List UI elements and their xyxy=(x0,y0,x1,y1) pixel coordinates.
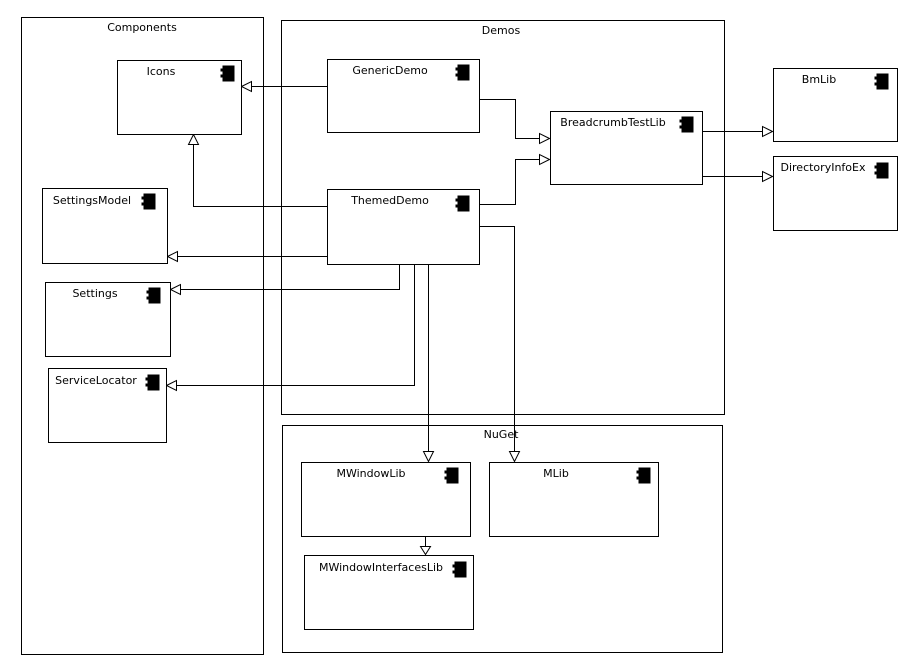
arrowhead xyxy=(762,125,774,138)
demos-container: Demos xyxy=(281,20,725,415)
connector-genericdemo-breadcrumb xyxy=(479,99,539,139)
arrowhead xyxy=(539,153,551,166)
component-label: SettingsModel xyxy=(53,194,131,207)
component-icon xyxy=(874,73,889,90)
components-container: Components xyxy=(21,17,264,655)
component-icon xyxy=(145,374,160,391)
component-icon xyxy=(452,561,467,578)
component-label: MWindowLib xyxy=(336,467,405,480)
component-icon xyxy=(444,467,459,484)
component-themed-demo[interactable]: ThemedDemo xyxy=(327,189,480,265)
nuget-container: NuGet xyxy=(282,425,723,653)
component-label: Settings xyxy=(72,287,117,300)
component-label: MWindowInterfacesLib xyxy=(319,561,443,574)
arrowhead xyxy=(762,170,774,183)
connector-themeddemo-servicelocator xyxy=(176,264,415,386)
component-label: ServiceLocator xyxy=(55,374,137,387)
component-icon xyxy=(455,64,470,81)
arrowhead xyxy=(166,250,178,263)
component-label: BreadcrumbTestLib xyxy=(560,116,665,129)
demos-title: Demos xyxy=(482,24,521,37)
arrowhead xyxy=(539,132,551,145)
component-bm-lib[interactable]: BmLib xyxy=(773,68,898,142)
component-mwindow-lib[interactable]: MWindowLib xyxy=(301,462,471,537)
connectors xyxy=(165,80,774,556)
component-generic-demo[interactable]: GenericDemo xyxy=(327,59,480,133)
component-service-locator[interactable]: ServiceLocator xyxy=(48,368,167,443)
component-label: Icons xyxy=(147,65,176,78)
component-icon xyxy=(455,195,470,212)
component-label: MLib xyxy=(543,467,569,480)
arrowhead xyxy=(422,451,435,463)
component-icon xyxy=(146,287,161,304)
component-breadcrumb-test-lib[interactable]: BreadcrumbTestLib xyxy=(550,111,703,185)
component-settings-model[interactable]: SettingsModel xyxy=(42,188,168,264)
component-directory-info-ex[interactable]: DirectoryInfoEx xyxy=(773,156,898,231)
arrowhead xyxy=(419,546,432,556)
component-label: ThemedDemo xyxy=(350,194,429,207)
connector-themeddemo-breadcrumb xyxy=(479,159,539,205)
arrowhead xyxy=(240,80,252,93)
component-mlib[interactable]: MLib xyxy=(489,462,659,537)
component-label: GenericDemo xyxy=(352,64,428,77)
arrowhead xyxy=(165,379,177,392)
arrowhead xyxy=(187,133,200,145)
component-icon xyxy=(874,162,889,179)
components-title: Components xyxy=(107,21,177,34)
connector-themeddemo-mlib xyxy=(479,226,515,451)
component-settings[interactable]: Settings xyxy=(45,282,171,357)
arrowhead xyxy=(169,283,181,296)
component-mwindow-interfaces-lib[interactable]: MWindowInterfacesLib xyxy=(304,555,474,630)
component-label: BmLib xyxy=(802,73,836,86)
connector-themeddemo-settings xyxy=(180,264,400,290)
component-icon xyxy=(141,193,156,210)
component-icon xyxy=(220,65,235,82)
component-label: DirectoryInfoEx xyxy=(781,161,866,174)
arrowhead xyxy=(508,451,521,463)
component-icon xyxy=(679,116,694,133)
component-icons[interactable]: Icons xyxy=(117,60,242,135)
connector-themeddemo-icons xyxy=(193,144,328,207)
nuget-title: NuGet xyxy=(484,428,519,441)
component-icon xyxy=(636,467,651,484)
